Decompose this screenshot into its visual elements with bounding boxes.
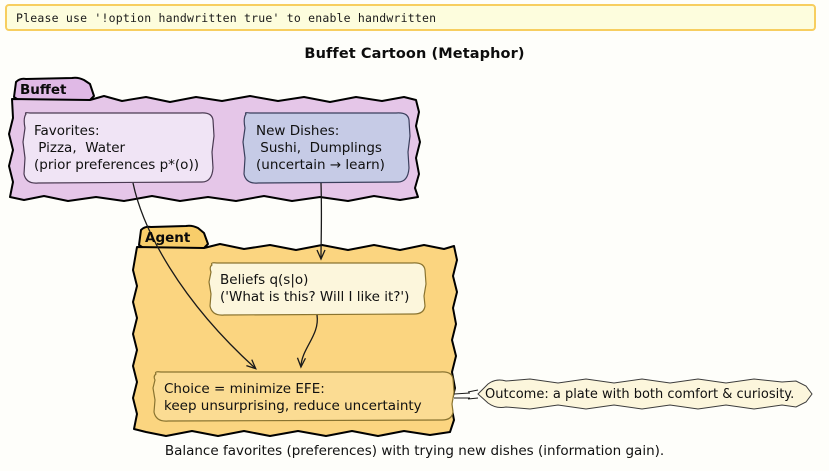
node-beliefs-line-1: Beliefs q(s|o)	[220, 272, 309, 288]
diagram-caption: Balance favorites (preferences) with try…	[164, 443, 665, 459]
edge-beliefs-to-choice	[296, 314, 318, 369]
package-buffet-tab	[13, 76, 95, 102]
node-new-dishes-line-1: New Dishes:	[256, 123, 340, 139]
node-favorites	[22, 112, 215, 184]
node-new-dishes	[242, 112, 411, 184]
package-label-buffet: Buffet	[20, 82, 67, 98]
outcome-note-shape	[477, 378, 813, 410]
node-choice-line-2: keep unsurprising, reduce uncertainty	[164, 398, 422, 414]
outcome-note-text: Outcome: a plate with both comfort & cur…	[485, 387, 795, 402]
node-beliefs-line-2: ('What is this? Will I like it?')	[220, 289, 410, 305]
node-beliefs	[208, 262, 427, 316]
node-favorites-line-3: (prior preferences p*(o))	[34, 157, 199, 173]
node-choice-line-1: Choice = minimize EFE:	[164, 381, 325, 397]
diagram-title: Buffet Cartoon (Metaphor)	[304, 46, 525, 62]
node-favorites-line-1: Favorites:	[34, 123, 100, 139]
diagram-edges	[132, 182, 479, 400]
node-choice	[152, 371, 455, 422]
edge-choice-note-connector	[467, 389, 479, 400]
warning-banner-text: Please use '!option handwritten true' to…	[16, 10, 437, 25]
package-label-agent: Agent	[145, 230, 191, 246]
edge-favorites-to-choice	[132, 182, 257, 370]
handwritten-warning-banner: Please use '!option handwritten true' to…	[5, 4, 816, 31]
package-agent	[132, 224, 458, 437]
node-new-dishes-line-3: (uncertain → learn)	[256, 157, 385, 173]
package-buffet	[8, 76, 421, 202]
node-new-dishes-line-2: Sushi, Dumplings	[256, 140, 382, 156]
node-favorites-line-2: Pizza, Water	[34, 140, 126, 156]
edge-choice-to-note	[453, 392, 471, 399]
